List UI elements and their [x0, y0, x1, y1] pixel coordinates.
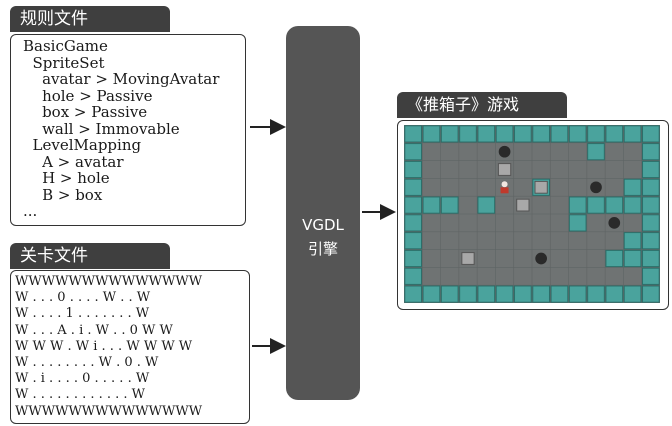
wall-tile — [605, 196, 624, 214]
level-row: W . . . . . . . . . . . . W — [15, 387, 146, 403]
rules-line: H > hole — [23, 169, 110, 187]
wall-tile — [642, 285, 660, 303]
wall-tile — [404, 249, 422, 268]
engine-label-line2: 引擎 — [307, 240, 338, 258]
wall-tile — [459, 125, 477, 143]
wall-tile — [623, 178, 642, 196]
rules-line: SpriteSet — [23, 53, 105, 72]
wall-tile — [587, 143, 605, 161]
wall-tile — [587, 125, 605, 143]
wall-tile — [440, 125, 459, 143]
box-tile — [461, 252, 475, 265]
level-row: W . . . A . i . W . . 0 W W — [15, 322, 173, 338]
rules-line: B > box — [23, 185, 103, 204]
wall-tile — [642, 143, 660, 161]
wall-tile — [568, 285, 587, 303]
wall-tile — [642, 249, 660, 268]
rules-line: avatar > MovingAvatar — [23, 70, 220, 88]
wall-tile — [532, 285, 550, 303]
wall-tile — [587, 196, 605, 214]
level-row: W W W . W i . . . W W W W — [15, 338, 193, 354]
wall-tile — [404, 178, 422, 196]
level-file-title: 关卡文件 — [10, 243, 170, 269]
level-row: W . . . . . . . . W . 0 . W — [15, 355, 159, 370]
hole-marker — [535, 252, 547, 265]
wall-tile — [422, 196, 441, 214]
wall-tile — [642, 214, 660, 232]
wall-tile — [623, 285, 642, 303]
game-title: 《推箱子》游戏 — [397, 92, 567, 118]
wall-tile — [568, 214, 587, 232]
wall-tile — [477, 285, 496, 303]
rules-line: ... — [23, 202, 38, 220]
wall-tile — [404, 232, 422, 250]
wall-tile — [404, 214, 422, 232]
avatar-icon — [500, 181, 509, 194]
wall-tile — [623, 125, 642, 143]
rules-line: box > Passive — [23, 103, 148, 121]
wall-tile — [587, 285, 605, 303]
wall-tile — [550, 125, 569, 143]
wall-tile — [440, 285, 459, 303]
wall-tile — [642, 196, 660, 214]
wall-tile — [642, 125, 660, 143]
wall-tile — [477, 125, 496, 143]
wall-tile — [568, 125, 587, 143]
wall-tile — [550, 285, 569, 303]
wall-tile — [642, 232, 660, 250]
wall-tile — [568, 196, 587, 214]
level-row: W . i . . . . 0 . . . . . W — [15, 371, 150, 387]
rules-line: BasicGame — [23, 37, 108, 55]
wall-tile — [404, 125, 422, 143]
hole-marker — [590, 181, 602, 194]
level-row: WWWWWWWWWWWWWW — [15, 274, 203, 289]
box-tile — [534, 180, 548, 194]
level-row: W . . . . 1 . . . . . . . W — [15, 306, 150, 322]
wall-tile — [605, 285, 624, 303]
rules-line: LevelMapping — [23, 136, 142, 154]
wall-tile — [642, 267, 660, 285]
wall-tile — [477, 196, 496, 214]
wall-tile — [495, 285, 514, 303]
wall-tile — [495, 125, 514, 143]
wall-tile — [642, 160, 660, 179]
wall-tile — [422, 285, 441, 303]
engine-label-line1: VGDL — [302, 216, 344, 234]
wall-tile — [459, 285, 477, 303]
vgdl-engine-block: VGDL 引擎 — [286, 26, 360, 400]
sokoban-game-board — [404, 125, 660, 303]
rules-line: hole > Passive — [23, 86, 153, 105]
wall-tile — [532, 125, 550, 143]
rules-line: A > avatar — [23, 152, 124, 171]
wall-tile — [404, 196, 422, 214]
box-tile — [497, 163, 512, 176]
wall-tile — [404, 285, 422, 303]
level-row: WWWWWWWWWWWWWW — [15, 403, 203, 419]
wall-tile — [440, 196, 459, 214]
rules-file-panel: BasicGame SpriteSet avatar > MovingAvata… — [10, 34, 246, 226]
level-row: W . . . 0 . . . . W . . W — [15, 290, 151, 306]
wall-tile — [623, 249, 642, 268]
wall-tile — [642, 178, 660, 196]
box-tile — [516, 198, 530, 212]
wall-tile — [422, 125, 441, 143]
wall-tile — [623, 232, 642, 250]
wall-tile — [404, 160, 422, 179]
wall-tile — [514, 125, 532, 143]
rules-file-title: 规则文件 — [10, 6, 170, 32]
wall-tile — [404, 143, 422, 161]
hole-marker — [608, 217, 621, 229]
wall-tile — [404, 267, 422, 285]
hole-marker — [498, 145, 511, 158]
wall-tile — [605, 249, 624, 268]
wall-tile — [623, 196, 642, 214]
wall-tile — [514, 285, 532, 303]
rules-line: wall > Immovable — [23, 119, 180, 138]
wall-tile — [605, 125, 624, 143]
